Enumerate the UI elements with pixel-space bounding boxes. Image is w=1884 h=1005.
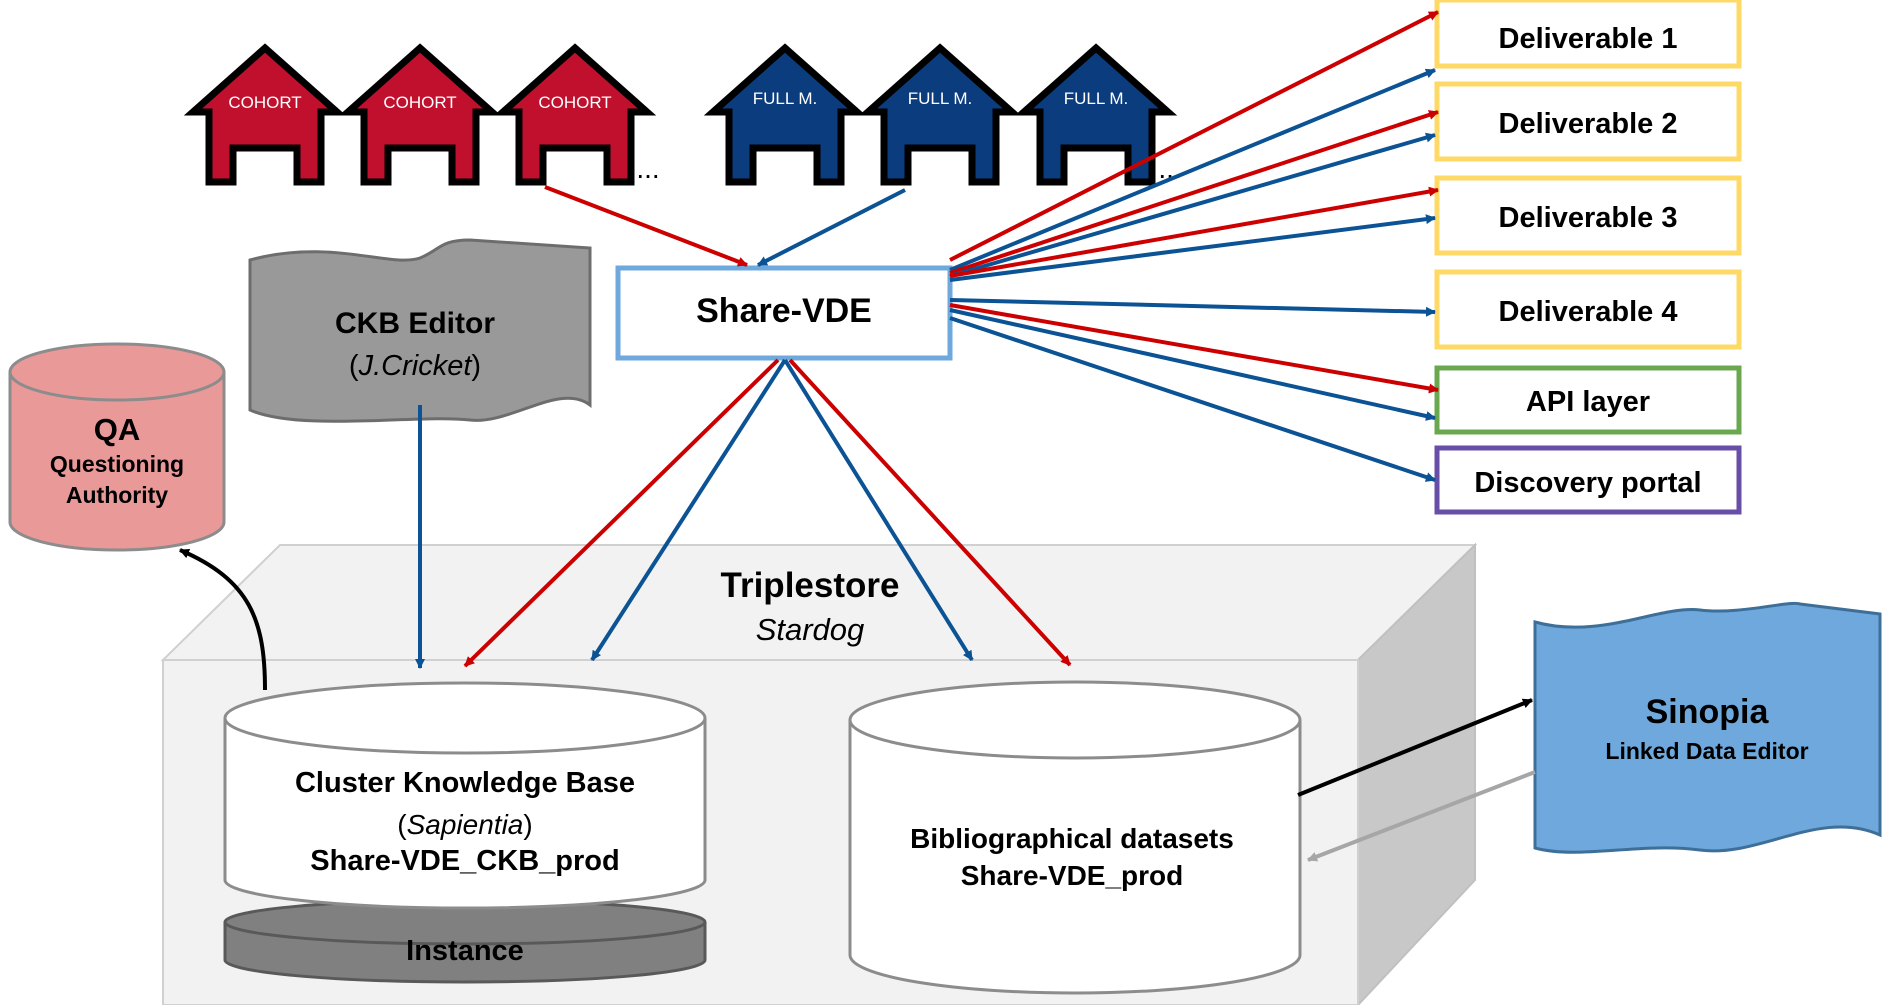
full-house-icon: FULL M. (1024, 48, 1168, 182)
cohort-houses: COHORT COHORT COHORT ... (193, 48, 660, 184)
output-boxes: Deliverable 1 Deliverable 2 Deliverable … (1434, 0, 1742, 515)
arrow-to-deliverable-3 (949, 186, 1439, 278)
qa-title: QA (94, 412, 141, 447)
full-house-label: FULL M. (1064, 89, 1129, 108)
arrow-share-to-ckb (463, 358, 780, 668)
triplestore-title: Triplestore (721, 566, 900, 605)
biblio-title: Bibliographical datasets (910, 823, 1234, 854)
qa-cylinder: QA Questioning Authority (8, 342, 226, 552)
arrow-to-api-layer (949, 303, 1439, 394)
full-house-label: FULL M. (908, 89, 973, 108)
cohort-house-label: COHORT (538, 93, 611, 112)
output-label: Deliverable 3 (1499, 202, 1678, 234)
cohort-house-label: COHORT (228, 93, 301, 112)
sinopia-shape: Sinopia Linked Data Editor (1533, 601, 1882, 854)
output-discovery-portal: Discovery portal (1434, 445, 1742, 515)
output-deliverable-4: Deliverable 4 (1434, 269, 1742, 350)
full-house-label: FULL M. (753, 89, 818, 108)
output-deliverable-2: Deliverable 2 (1434, 81, 1742, 162)
ckb-title: Cluster Knowledge Base (295, 767, 635, 799)
ckb-instance-label: Instance (406, 935, 524, 967)
output-deliverable-3: Deliverable 3 (1434, 175, 1742, 256)
arrow-to-deliverable-1 (949, 10, 1439, 262)
arrow-to-deliverable-4 (949, 298, 1436, 317)
arrow-to-deliverable-1 (949, 68, 1436, 272)
share-vde-box: Share-VDE (615, 265, 953, 361)
ckb-editor-title: CKB Editor (335, 307, 495, 340)
arrow-full-to-share (757, 188, 906, 267)
ckb-name: Share-VDE_CKB_prod (310, 845, 619, 877)
output-label: Deliverable 4 (1499, 296, 1678, 328)
cohort-house-icon: COHORT (193, 48, 337, 182)
arrow-ckb-to-qa (179, 548, 267, 691)
ckb-editor-subtitle: (J.Cricket) (349, 350, 481, 382)
full-houses: FULL M. FULL M. FULL M. ... (713, 48, 1182, 184)
qa-line2: Authority (66, 482, 168, 508)
output-label: Deliverable 1 (1499, 23, 1678, 55)
cohort-house-icon: COHORT (503, 48, 647, 182)
cohort-house-icon: COHORT (348, 48, 492, 182)
arrow-biblio-to-sinopia (1297, 698, 1533, 797)
share-vde-label: Share-VDE (696, 292, 872, 330)
sinopia-title: Sinopia (1646, 693, 1770, 731)
sinopia-subtitle: Linked Data Editor (1605, 738, 1808, 764)
qa-line1: Questioning (50, 451, 184, 477)
biblio-name: Share-VDE_prod (961, 860, 1184, 891)
arrow-share-to-biblio (783, 358, 974, 662)
arrow-share-to-biblio (788, 358, 1072, 667)
output-label: Deliverable 2 (1499, 108, 1678, 140)
ckb-subtitle: (Sapientia) (397, 809, 532, 840)
cohort-house-label: COHORT (383, 93, 456, 112)
output-label: API layer (1526, 386, 1650, 418)
full-house-icon: FULL M. (868, 48, 1012, 182)
arrow-to-deliverable-3 (949, 214, 1436, 282)
output-label: Discovery portal (1474, 467, 1701, 499)
biblio-cylinder: Bibliographical datasets Share-VDE_prod (848, 680, 1302, 995)
arrow-to-api-layer (949, 308, 1436, 421)
arrows (179, 10, 1536, 862)
full-house-icon: FULL M. (713, 48, 857, 182)
arrow-to-deliverable-2 (949, 110, 1439, 275)
triplestore-subtitle: Stardog (756, 612, 865, 647)
arrow-sinopia-to-biblio (1307, 770, 1536, 862)
arrow-to-discovery-portal (949, 316, 1436, 482)
output-api-layer: API layer (1434, 365, 1742, 435)
arrow-cohort-to-share (544, 185, 748, 267)
cohort-ellipsis: ... (636, 153, 659, 184)
ckb-editor-shape: CKB Editor (J.Cricket) (248, 238, 592, 423)
output-deliverable-1: Deliverable 1 (1434, 0, 1742, 69)
arrow-share-to-ckb (590, 358, 787, 662)
ckb-cylinder: Instance Cluster Knowledge Base (Sapient… (223, 681, 707, 984)
arrow-to-deliverable-2 (949, 132, 1436, 278)
